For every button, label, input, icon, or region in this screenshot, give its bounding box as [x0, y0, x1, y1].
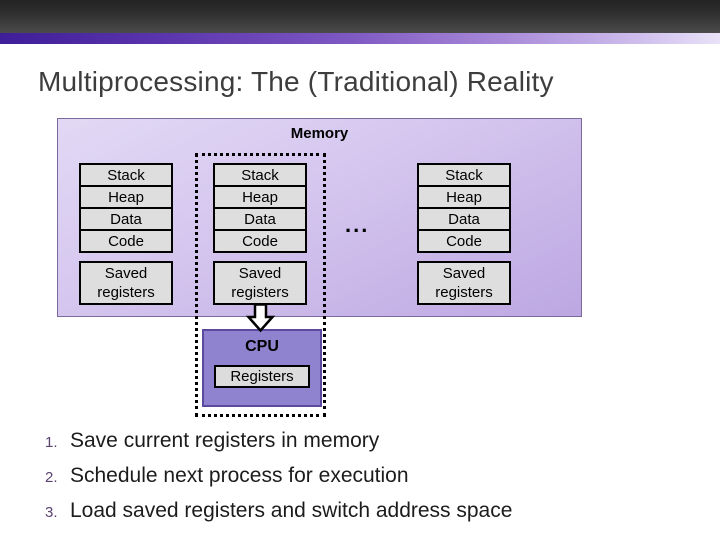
- page-title: Multiprocessing: The (Traditional) Reali…: [38, 66, 554, 97]
- accent-stripe: [0, 33, 720, 44]
- down-arrow-icon: [245, 303, 276, 333]
- heap-cell: Heap: [417, 185, 511, 209]
- step-number: 2.: [45, 469, 58, 486]
- registers-box: Registers: [214, 365, 310, 388]
- step-number: 1.: [45, 434, 58, 451]
- cpu-box: CPU Registers: [202, 329, 322, 407]
- code-cell: Code: [79, 229, 173, 253]
- heap-cell: Heap: [213, 185, 307, 209]
- data-cell: Data: [79, 207, 173, 231]
- list-item: 2. Schedule next process for execution: [45, 464, 685, 487]
- steps-list: 1. Save current registers in memory 2. S…: [45, 429, 685, 534]
- ellipsis: ...: [345, 212, 370, 237]
- context-boundary-dotted-rect: [195, 153, 326, 417]
- list-item: 3. Load saved registers and switch addre…: [45, 499, 685, 522]
- stack-cell: Stack: [79, 163, 173, 187]
- stack-cell: Stack: [213, 163, 307, 187]
- step-number: 3.: [45, 504, 58, 521]
- step-text: Save current registers in memory: [70, 429, 380, 452]
- saved-registers-box: Saved registers: [213, 261, 307, 305]
- process-column-2: Stack Heap Data Code Saved registers: [213, 163, 307, 305]
- stack-cell: Stack: [417, 163, 511, 187]
- saved-registers-box: Saved registers: [79, 261, 173, 305]
- step-text: Load saved registers and switch address …: [70, 499, 513, 522]
- data-cell: Data: [213, 207, 307, 231]
- header-bar: [0, 0, 720, 33]
- list-item: 1. Save current registers in memory: [45, 429, 685, 452]
- process-column-3: Stack Heap Data Code Saved registers: [417, 163, 511, 305]
- saved-registers-box: Saved registers: [417, 261, 511, 305]
- memory-label: Memory: [290, 125, 349, 142]
- code-cell: Code: [417, 229, 511, 253]
- heap-cell: Heap: [79, 185, 173, 209]
- code-cell: Code: [213, 229, 307, 253]
- step-text: Schedule next process for execution: [70, 464, 409, 487]
- data-cell: Data: [417, 207, 511, 231]
- cpu-label: CPU: [245, 338, 279, 355]
- process-column-1: Stack Heap Data Code Saved registers: [79, 163, 173, 305]
